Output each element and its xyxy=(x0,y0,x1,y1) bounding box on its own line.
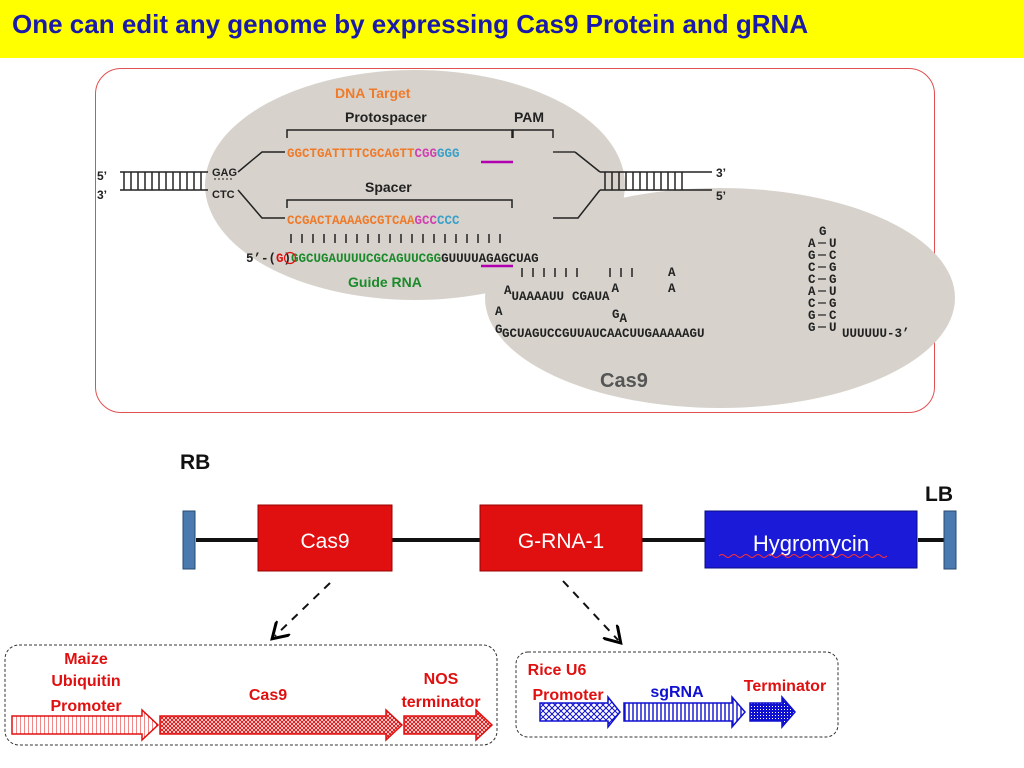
hairpin-base-left: A xyxy=(808,237,816,251)
gag-label: GAG xyxy=(212,167,237,179)
linker-seq: GCUAGUCCGUUAUCAACUUGAAAAAGU xyxy=(502,327,705,341)
svg-text:terminator: terminator xyxy=(401,694,480,711)
hygromycin-box-label: Hygromycin xyxy=(753,531,869,556)
grna-expand-arrow xyxy=(562,580,618,640)
rice-u6-promoter-arrow xyxy=(539,694,621,730)
terminator-arrow xyxy=(749,694,796,730)
nos-terminator-arrow xyxy=(403,708,494,742)
grna-cassette: Rice U6 Promoter sgRNA Terminator xyxy=(515,651,839,738)
three-prime-left: 3’ xyxy=(97,188,107,202)
slide-title: One can edit any genome by expressing Ca… xyxy=(12,9,809,39)
svg-text:G: G xyxy=(495,323,503,337)
top-strand: GGCTGATTTTCGCAGTTCGGGGG xyxy=(287,147,460,161)
cas9-cassette: Maize Ubiquitin Promoter Cas9 NOS termin… xyxy=(4,644,498,746)
lb-border xyxy=(943,510,957,570)
hairpin-base-right: G xyxy=(829,261,837,275)
dna-target-label: DNA Target xyxy=(335,85,411,101)
spacer-bracket xyxy=(286,199,513,208)
right-dna-ladder xyxy=(600,171,690,191)
cas9-box xyxy=(257,504,393,572)
hairpin-base-left: A xyxy=(808,285,816,299)
svg-text:A: A xyxy=(495,305,503,319)
svg-text:Promoter: Promoter xyxy=(50,698,121,715)
tail-seq: UUUUUU-3’ xyxy=(842,327,910,341)
bottom-strand: CCGACTAAAAGCGTCAAGCCCCC xyxy=(287,214,460,228)
svg-text:A: A xyxy=(668,282,676,296)
left-dna-ladder xyxy=(120,171,208,191)
rb-label: RB xyxy=(180,451,210,474)
protospacer-bracket xyxy=(286,129,513,138)
five-prime-left: 5’ xyxy=(97,169,107,183)
pam-label: PAM xyxy=(514,109,544,125)
svg-text:GA: GA xyxy=(612,308,628,326)
t-dna-construct: RB LB Cas9 G-RNA-1 Hygromycin xyxy=(180,451,957,640)
lb-label: LB xyxy=(925,483,953,506)
hairpin-base-left: C xyxy=(808,297,816,311)
hairpin-base-right: U xyxy=(829,321,837,335)
svg-text:NOS: NOS xyxy=(424,671,459,688)
svg-text:Ubiquitin: Ubiquitin xyxy=(51,673,120,690)
title-bar: One can edit any genome by expressing Ca… xyxy=(0,0,1024,58)
hairpin-base-right: C xyxy=(829,249,837,263)
cas9-expand-arrow xyxy=(275,582,331,636)
svg-text:Promoter: Promoter xyxy=(532,687,603,704)
spacer-label: Spacer xyxy=(365,179,412,195)
cas9-gene-arrow xyxy=(159,708,404,742)
sgrna-arrow xyxy=(623,694,746,730)
svg-text:Cas9: Cas9 xyxy=(249,687,287,704)
hairpin-base-left: C xyxy=(808,261,816,275)
hairpin-base-left: G xyxy=(808,249,816,263)
hairpin-base-right: U xyxy=(829,237,837,251)
pam-bracket xyxy=(512,129,554,138)
maize-ubiquitin-promoter-arrow xyxy=(11,708,160,742)
grna-cassette-frame xyxy=(515,651,839,738)
hairpin-top: G xyxy=(819,225,827,239)
ctc-label: CTC xyxy=(212,189,235,201)
protospacer-label: Protospacer xyxy=(345,109,427,125)
hairpin-base-left: G xyxy=(808,321,816,335)
svg-text:Maize: Maize xyxy=(64,651,108,668)
cas9-cassette-frame xyxy=(4,644,498,746)
hairpin-base-right: G xyxy=(829,273,837,287)
three-prime-right: 3’ xyxy=(716,166,726,180)
rb-border xyxy=(182,510,196,570)
svg-text:Terminator: Terminator xyxy=(744,678,826,695)
svg-text:Rice U6: Rice U6 xyxy=(528,662,587,679)
five-prime-right: 5’ xyxy=(716,189,726,203)
hygromycin-box xyxy=(704,510,918,569)
grna-box xyxy=(479,504,643,572)
cas9-blob xyxy=(485,188,955,408)
base-pair-ticks xyxy=(290,234,501,243)
svg-text:sgRNA: sgRNA xyxy=(650,684,704,701)
cas9-box-label: Cas9 xyxy=(300,530,349,553)
grna-box-label: G-RNA-1 xyxy=(518,530,604,553)
guide-rna-label: Guide RNA xyxy=(348,274,422,290)
hairpin-base-left: C xyxy=(808,273,816,287)
hairpin-base-left: G xyxy=(808,309,816,323)
cas9-protein-label: Cas9 xyxy=(600,370,648,392)
hairpin-base-right: U xyxy=(829,285,837,299)
guide-rna-strand: 5’-(G)GGCUGAUUUUCGCAGUUCGGGUUUUAGAGCUAG xyxy=(246,252,539,266)
hairpin-base-right: C xyxy=(829,309,837,323)
hairpin-base-right: G xyxy=(829,297,837,311)
svg-text:A: A xyxy=(668,266,676,280)
cas9-grna-figure: DNA Target Protospacer PAM GGCTGATTTTCGC… xyxy=(97,70,955,408)
